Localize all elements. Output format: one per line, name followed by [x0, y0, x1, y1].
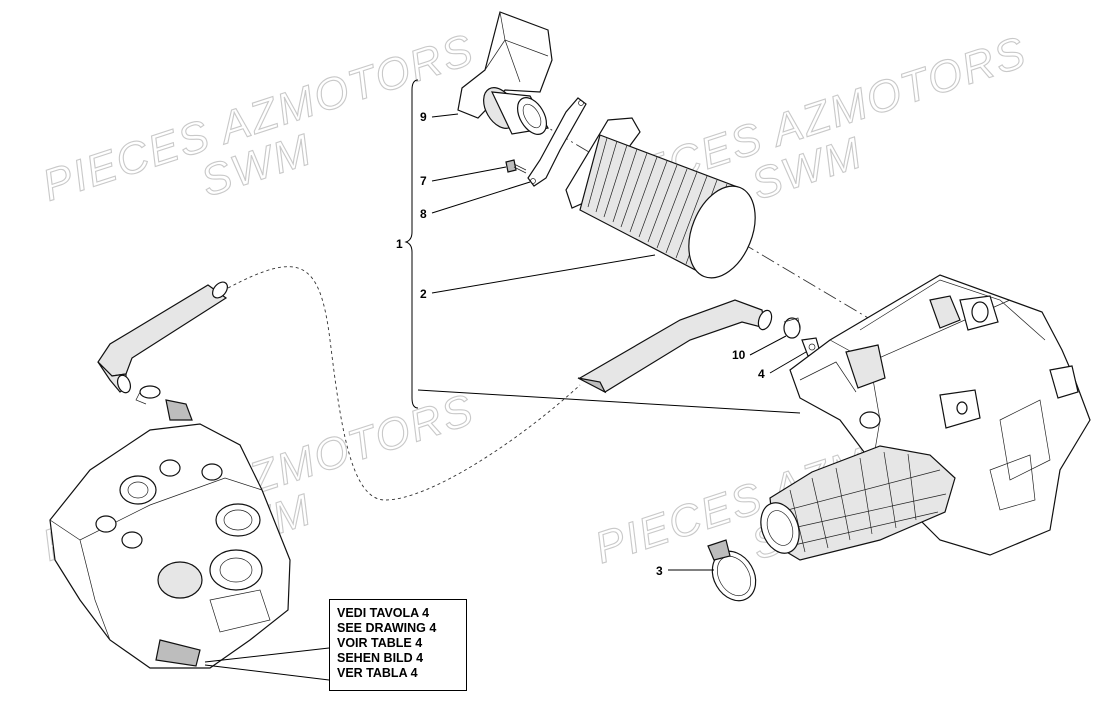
callout-2: 2	[420, 287, 427, 301]
air-filter-element	[565, 117, 756, 279]
reference-line-es: VER TABLA 4	[337, 666, 418, 680]
cylinder-head-fitting	[165, 399, 193, 421]
callout-8: 8	[420, 207, 427, 221]
reference-line-it: VEDI TAVOLA 4	[337, 606, 430, 620]
callout-4: 4	[758, 367, 765, 381]
filter-bracket-plate	[527, 97, 587, 187]
callout-10: 10	[732, 348, 746, 362]
hose-clamp-3	[707, 539, 757, 602]
reference-drawing-box: VEDI TAVOLA 4 SEE DRAWING 4 VOIR TABLE 4…	[329, 599, 467, 691]
screw	[505, 159, 527, 174]
hose-clamp-small-left	[135, 385, 161, 405]
breather-hose-lower	[577, 299, 773, 394]
reference-line-en: SEE DRAWING 4	[337, 621, 437, 635]
callout-3: 3	[656, 564, 663, 578]
reference-line-de: SEHEN BILD 4	[337, 651, 424, 665]
callout-1: 1	[396, 237, 403, 251]
intake-rubber-sleeve	[483, 87, 549, 135]
airbox-intake-boot	[760, 445, 956, 561]
cylinder-head	[49, 423, 291, 669]
hose-clamp-10	[783, 317, 801, 339]
reference-line-fr: VOIR TABLE 4	[337, 636, 423, 650]
airbox-housing	[789, 274, 1091, 556]
assembly-bracket	[404, 79, 419, 409]
breather-hose-upper	[97, 281, 228, 394]
leader-lines	[204, 113, 807, 681]
callout-7: 7	[420, 174, 427, 188]
callout-9: 9	[420, 110, 427, 124]
callout-labels: 9 7 8 1 2 10 4 3	[396, 110, 765, 578]
